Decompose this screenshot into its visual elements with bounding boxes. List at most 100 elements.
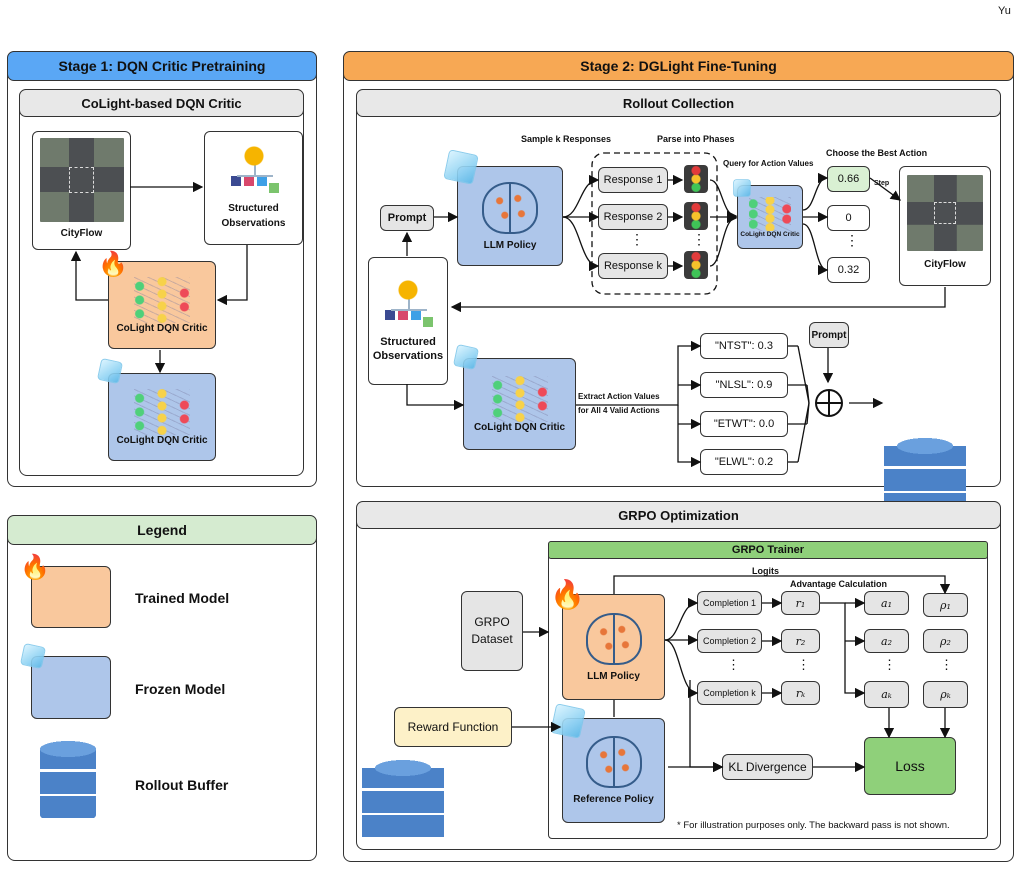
trained-critic-label: CoLight DQN Critic [116,322,208,334]
response-k: Response k [598,253,668,279]
extract-label-2: for All 4 Valid Actions [578,406,660,415]
observations-label: Structured Observations [221,203,286,229]
reference-policy-box: Reference Policy [562,718,665,823]
network-icon [749,196,791,231]
brain-icon [585,612,642,665]
reward-function-box: Reward Function [394,707,512,747]
stage2-title: Stage 2: DGLight Fine-Tuning [343,51,1014,81]
rollout-critic-label: CoLight DQN Critic [740,230,800,238]
ratio-2: ρ₂ [923,629,968,653]
completions-ellipsis: ⋮ [727,657,740,672]
fire-icon: 🔥 [550,579,585,610]
traffic-light-icon [684,202,708,230]
traffic-light-icon [684,251,708,279]
choose-label: Choose the Best Action [826,148,928,158]
ice-cube-icon [452,343,480,371]
intersection-icon [39,138,124,222]
network-icon [134,388,190,435]
ratio-k: ρₖ [923,681,968,708]
value-2: 0 [827,205,870,231]
rollout-cityflow-label: CityFlow [924,259,966,270]
parse-label: Parse into Phases [657,134,735,144]
kl-divergence-box: KL Divergence [722,754,813,780]
intersection-icon [907,175,983,251]
action-ntst: "NTST": 0.3 [700,333,788,359]
frozen-critic-label: CoLight DQN Critic [116,434,208,446]
response-1: Response 1 [598,167,668,193]
ice-cube-icon [443,149,479,185]
reference-policy-label: Reference Policy [573,794,654,805]
brain-icon [585,736,642,788]
ice-cube-icon [550,703,586,739]
rollout-cityflow-box: CityFlow [899,166,991,286]
responses-ellipsis: ⋮ [630,231,644,247]
advantage-2: a₂ [864,629,909,653]
advantage-label: Advantage Calculation [790,579,888,589]
logits-label: Logits [752,566,779,576]
prompt2-box: Prompt [809,322,849,348]
reward-1: r₁ [781,591,820,615]
ice-cube-icon [733,179,751,197]
rollout-title: Rollout Collection [356,89,1001,117]
grpo-trainer-title: GRPO Trainer [548,541,988,559]
legend-frozen-label: Frozen Model [135,681,226,697]
grpo-dataset-box: GRPO Dataset [461,591,523,671]
step-label: Step [874,180,890,187]
stage1-title: Stage 1: DQN Critic Pretraining [7,51,317,81]
grpo-llm-policy-label: LLM Policy [587,670,640,682]
llm-policy-label: LLM Policy [483,239,537,251]
observations-box: Structured Observations [204,131,303,245]
brain-icon [482,181,538,234]
completion-1: Completion 1 [697,591,762,615]
rollout-critic2-label: CoLight DQN Critic [473,421,566,433]
rewards-ellipsis: ⋮ [797,657,810,672]
response-2: Response 2 [598,204,668,230]
advantages-ellipsis: ⋮ [883,657,896,672]
advantage-k: aₖ [864,681,909,708]
reward-k: rₖ [781,681,820,705]
value-k: 0.32 [827,257,870,283]
trained-critic-box: CoLight DQN Critic [108,261,216,349]
value-best: 0.66 [827,166,870,192]
advantage-1: a₁ [864,591,909,615]
fire-icon: 🔥 [20,554,50,581]
stage1-subtitle: CoLight-based DQN Critic [19,89,304,117]
rollout-observations-label: Structured Observations [372,335,444,362]
legend-trained-label: Trained Model [135,590,230,606]
network-icon [491,375,548,422]
frozen-critic-box: CoLight DQN Critic [108,373,216,461]
footnote: * For illustration purposes only. The ba… [677,820,950,831]
completion-2: Completion 2 [697,629,762,653]
fire-icon: 🔥 [98,251,128,278]
rollout-observations-box: Structured Observations [368,257,448,385]
ice-cube-icon [19,642,47,670]
loss-box: Loss [864,737,956,795]
query-label: Query for Action Values [723,159,814,168]
legend-frozen-swatch [31,656,111,719]
grpo-title: GRPO Optimization [356,501,1001,529]
ratios-ellipsis: ⋮ [940,657,953,672]
cityflow-box: CityFlow [32,131,131,250]
action-etwt: "ETWT": 0.0 [700,411,788,437]
lights-ellipsis: ⋮ [692,231,706,247]
reward-2: r₂ [781,629,820,653]
prompt-box: Prompt [380,205,434,231]
llm-policy-box: LLM Policy [457,166,563,266]
sample-label: Sample k Responses [521,134,612,144]
hierarchy-icon [383,278,433,329]
legend-buffer-label: Rollout Buffer [135,777,229,793]
action-nlsl: "NLSL": 0.9 [700,372,788,398]
extract-label-1: Extract Action Values [578,392,660,401]
database-icon [40,741,96,823]
values-ellipsis: ⋮ [845,232,859,248]
ice-cube-icon [96,357,124,385]
database-icon [362,760,444,860]
rollout-critic-box: CoLight DQN Critic [737,185,803,249]
cityflow-label: CityFlow [60,228,103,239]
rollout-critic2-box: CoLight DQN Critic [463,358,576,450]
header-tag: Yu [998,5,1011,17]
ratio-1: ρ₁ [923,593,968,617]
traffic-light-icon [684,165,708,193]
legend-trained-swatch [31,566,111,628]
action-elwl: "ELWL": 0.2 [700,449,788,475]
